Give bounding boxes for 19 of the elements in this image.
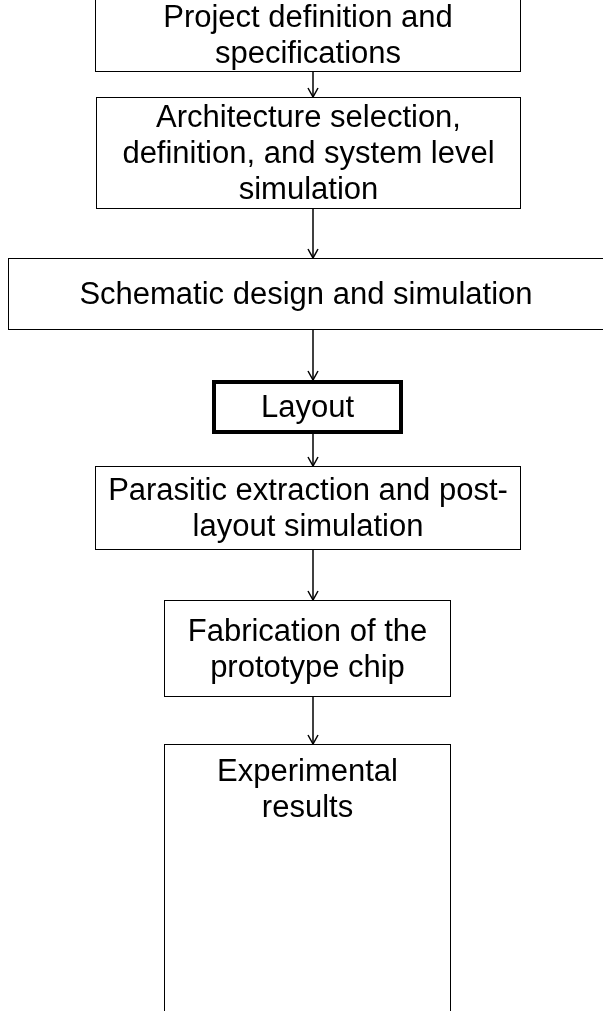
process-box — [95, 0, 521, 72]
highlighted-process-box — [212, 380, 403, 434]
arrow — [307, 549, 319, 601]
process-box — [164, 600, 451, 697]
step-label: Layout — [260, 389, 355, 425]
arrow — [307, 329, 319, 381]
arrow — [307, 71, 319, 98]
step-label: Parasitic extraction and post-layout simulation — [107, 472, 509, 544]
step-label: Experimental results — [216, 753, 399, 825]
arrow — [307, 208, 319, 259]
process-box — [164, 744, 451, 1011]
step-label: Fabrication of the prototype chip — [186, 612, 429, 685]
arrow — [307, 696, 319, 745]
process-box — [8, 258, 603, 330]
step-label: Project definition and specifications — [162, 0, 454, 71]
process-box — [95, 466, 521, 550]
step-label: Schematic design and simulation — [79, 276, 533, 312]
arrow — [307, 433, 319, 467]
step-label: Architecture selection, definition, and system level simulation — [121, 99, 496, 207]
